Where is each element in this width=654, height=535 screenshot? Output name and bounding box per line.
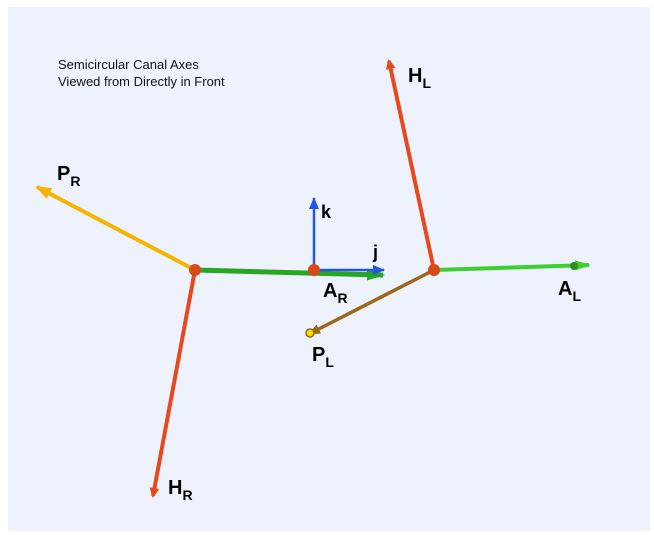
label-k: k [321,202,332,222]
title-line-2: Viewed from Directly in Front [58,74,225,89]
diagram-title: Semicircular Canal Axes Viewed from Dire… [58,56,268,90]
origin-left-dot [428,264,440,276]
a-l-arrow [433,260,591,272]
label-j: j [372,242,378,262]
label-h-r: HR [168,477,193,503]
origin-center-dot [308,264,320,276]
label-p-l: PL [312,344,334,370]
h-l-arrow [385,59,436,271]
a-l-knob-dot [570,262,578,270]
title-line-1: Semicircular Canal Axes [58,57,199,72]
origin-right-dot [189,264,201,276]
label-h-l: HL [408,65,431,91]
label-a-r: AR [323,280,348,306]
label-a-l: AL [558,278,581,304]
p-l-tip-dot [305,328,315,338]
h-r-arrow [149,269,197,498]
label-p-r: PR [57,163,80,189]
a-r-arrow [194,267,385,281]
p-l-arrow [308,268,435,336]
p-r-arrow [35,185,196,272]
